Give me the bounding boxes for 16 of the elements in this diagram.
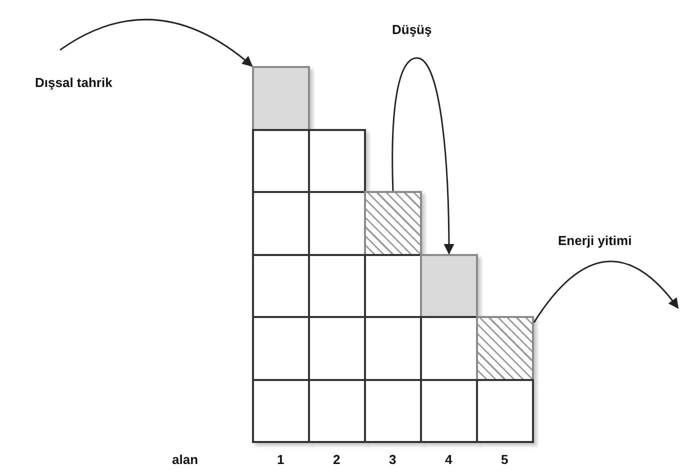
annotation-label: Düşüş	[392, 22, 432, 37]
column-number: 3	[389, 452, 396, 467]
shaded-square	[420, 254, 478, 318]
curved-arrow	[392, 57, 454, 255]
shaded-square	[252, 66, 310, 130]
curved-arrow	[533, 260, 679, 323]
hatched-square	[364, 191, 422, 256]
axis-label: alan	[172, 452, 198, 467]
column-number: 1	[277, 452, 284, 467]
annotation-label: Enerji yitimi	[558, 233, 632, 248]
column-number: 2	[333, 452, 340, 467]
column-number: 5	[501, 452, 508, 467]
curved-arrow	[60, 18, 253, 67]
column-number: 4	[445, 452, 452, 467]
annotation-label: Dışsal tahrik	[35, 75, 112, 90]
hatched-square	[476, 316, 534, 380]
